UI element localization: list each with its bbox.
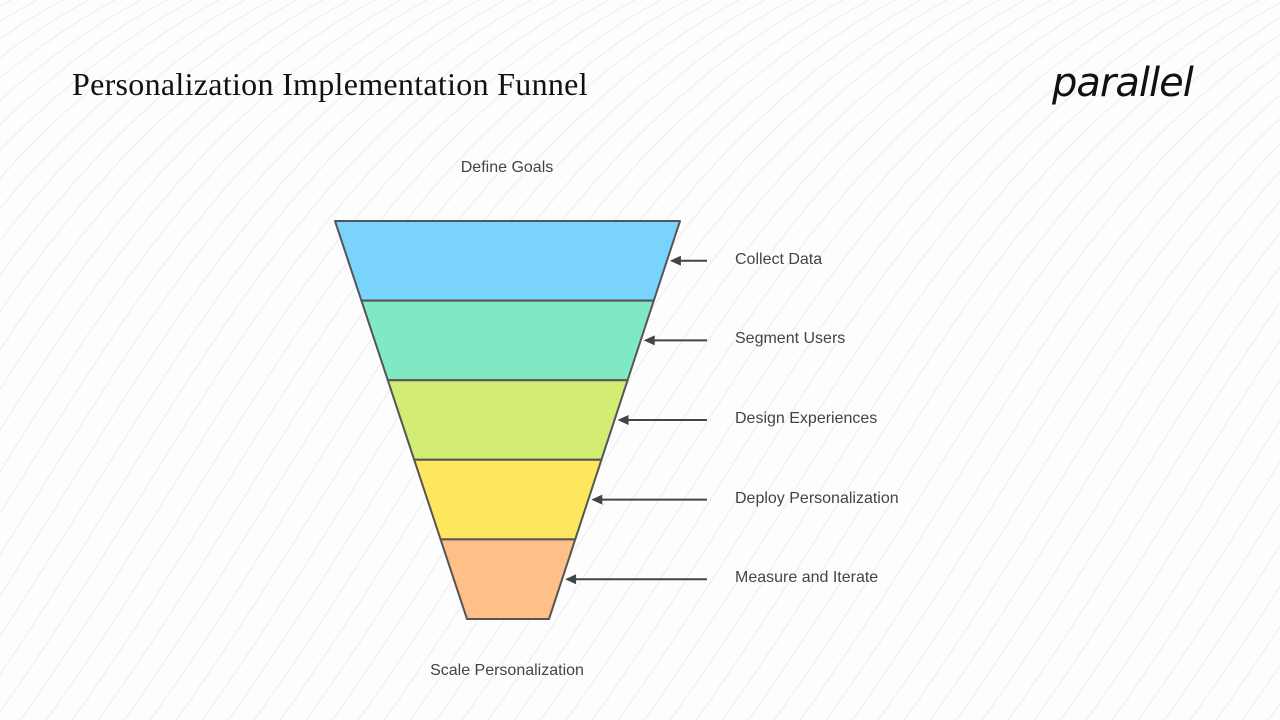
funnel-layer: [386, 379, 629, 461]
stage-label-segment-users: Segment Users: [735, 330, 846, 348]
stage-label-design-experiences: Design Experiences: [735, 410, 878, 427]
page-title: Personalization Implementation Funnel: [72, 66, 588, 102]
funnel-layer: [439, 538, 577, 620]
stage-label-deploy-personalization: Deploy Personalization: [735, 489, 899, 507]
funnel-top-label: Define Goals: [460, 159, 554, 176]
arrow-head-icon: [669, 255, 681, 266]
arrow-head-icon: [617, 415, 629, 425]
funnel-bottom-label: Scale Personalization: [430, 662, 584, 679]
brand-logo: parallel: [1052, 60, 1194, 106]
arrow-head-icon: [565, 574, 577, 585]
funnel-layer: [334, 220, 681, 302]
stage-label-measure-and-iterate: Measure and Iterate: [735, 569, 879, 587]
stage-label-collect-data: Collect Data: [735, 250, 823, 268]
arrow-head-icon: [643, 335, 655, 346]
funnel-layer: [413, 458, 603, 541]
arrow-head-icon: [591, 494, 603, 505]
funnel-layer: [360, 299, 655, 382]
